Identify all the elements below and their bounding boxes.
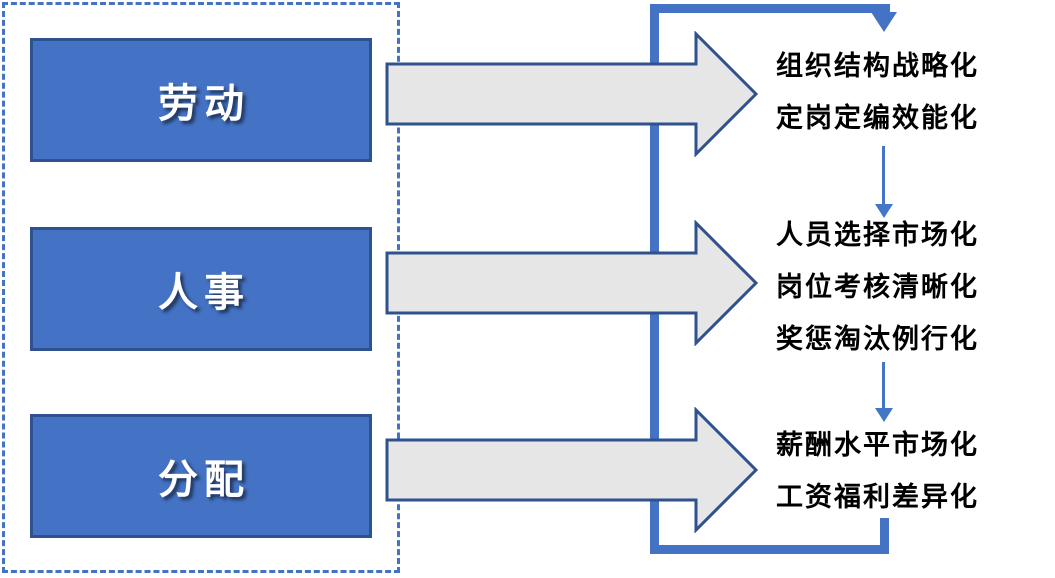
box-distribution-label: 分配 xyxy=(158,458,250,502)
box-labor: 劳动 xyxy=(30,38,372,162)
cycle-loop-right-line xyxy=(880,518,889,554)
outcome-line: 定岗定编效能化 xyxy=(776,103,979,133)
right-arrow-3-icon xyxy=(385,407,759,533)
outcome-line: 奖惩淘汰例行化 xyxy=(776,324,979,354)
connector-arrow-2-head-icon xyxy=(875,408,893,422)
connector-arrow-1-line xyxy=(882,146,885,204)
outcome-line: 组织结构战略化 xyxy=(776,51,979,81)
cycle-loop-arrowhead-icon xyxy=(871,12,897,32)
box-distribution: 分配 xyxy=(30,414,372,538)
right-arrow-2-icon xyxy=(385,220,759,346)
connector-arrow-1-head-icon xyxy=(875,204,893,218)
outcome-group-distribution: 薪酬水平市场化 工资福利差异化 xyxy=(776,419,979,523)
outcome-line: 工资福利差异化 xyxy=(776,482,979,512)
box-personnel: 人事 xyxy=(30,227,372,351)
outcome-group-labor: 组织结构战略化 定岗定编效能化 xyxy=(776,40,979,144)
box-personnel-label: 人事 xyxy=(158,271,250,315)
outcome-group-personnel: 人员选择市场化 岗位考核清晰化 奖惩淘汰例行化 xyxy=(776,209,979,365)
outcome-line: 人员选择市场化 xyxy=(776,220,979,250)
cycle-loop-top-line xyxy=(650,4,890,13)
right-arrow-1-icon xyxy=(385,31,759,157)
outcome-line: 薪酬水平市场化 xyxy=(776,430,979,460)
box-labor-label: 劳动 xyxy=(158,82,250,126)
outcome-line: 岗位考核清晰化 xyxy=(776,272,979,302)
connector-arrow-2-line xyxy=(882,362,885,408)
cycle-loop-bottom-line xyxy=(650,545,889,554)
